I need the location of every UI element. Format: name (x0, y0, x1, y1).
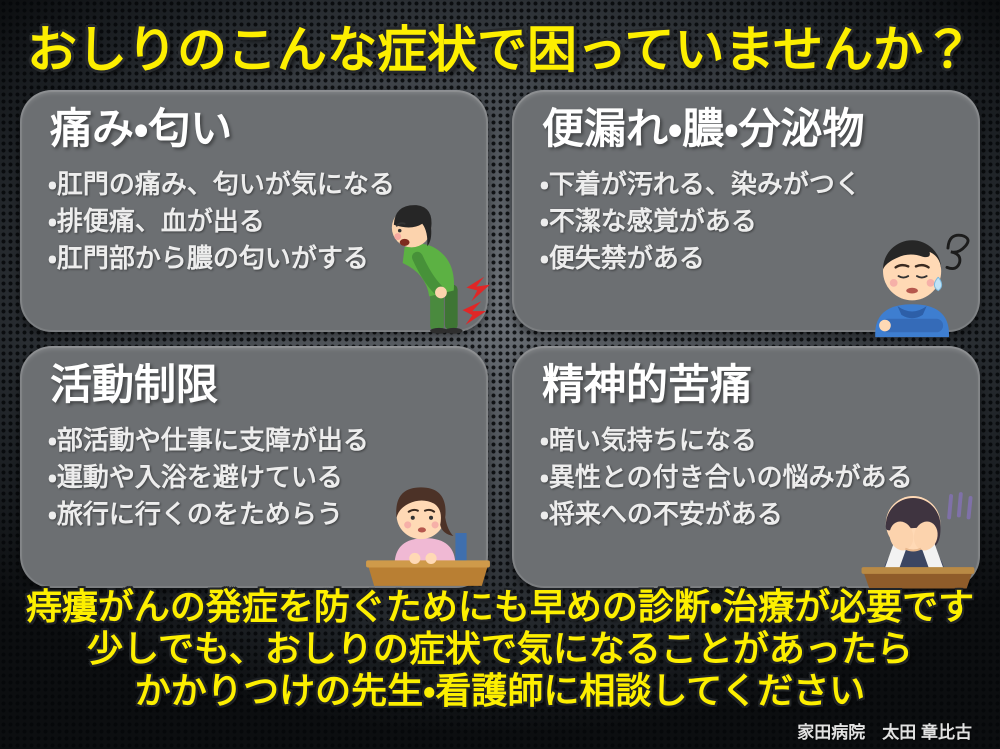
bullet-item: ・便失禁がある (540, 243, 705, 274)
footer-line-3: かかりつけの先生・看護師に相談してください (134, 670, 866, 711)
card-activity-restriction: 活動制限 ・部活動や仕事に支障が出る ・運動や入浴を避けている ・旅行に行くのを… (20, 346, 490, 588)
card-title: 活動制限 (50, 361, 219, 408)
bullet-item: ・排便痛、血が出る (48, 206, 265, 237)
card-title: 便漏れ・膿・分泌物 (542, 105, 865, 152)
footer-line-2: 少しでも、おしりの症状で気になることがあったら (87, 628, 913, 669)
bullet-item: ・旅行に行くのをためらう (48, 499, 343, 530)
bullet-item: ・肛門部から膿の匂いがする (48, 243, 369, 274)
footer-message: 痔瘻がんの発症を防ぐためにも早めの診断・治療が必要です 少しでも、おしりの症状で… (0, 586, 1000, 712)
card-bullet-list: ・肛門の痛み、匂いが気になる ・排便痛、血が出る ・肛門部から膿の匂いがする (48, 166, 464, 277)
card-title: 精神的苦痛 (542, 361, 753, 408)
page-title: おしりのこんな症状で困っていませんか？ (27, 22, 973, 78)
bullet-item: ・部活動や仕事に支障が出る (48, 425, 369, 456)
card-bullet-list: ・暗い気持ちになる ・異性との付き合いの悩みがある ・将来への不安がある (540, 422, 956, 533)
bullet-item: ・将来への不安がある (540, 499, 783, 530)
bullet-item: ・不潔な感覚がある (540, 206, 757, 237)
card-leakage-pus-discharge: 便漏れ・膿・分泌物 ・下着が汚れる、染みがつく ・不潔な感覚がある ・便失禁があ… (512, 90, 980, 338)
bullet-item: ・下着が汚れる、染みがつく (540, 169, 861, 200)
card-bullet-list: ・部活動や仕事に支障が出る ・運動や入浴を避けている ・旅行に行くのをためらう (48, 422, 464, 533)
card-mental-distress: 精神的苦痛 ・暗い気持ちになる ・異性との付き合いの悩みがある ・将来への不安が… (512, 346, 980, 589)
bullet-item: ・異性との付き合いの悩みがある (540, 462, 913, 493)
bullet-item: ・肛門の痛み、匂いが気になる (48, 169, 395, 200)
credit-text: 家田病院 太田 章比古 (797, 723, 972, 742)
card-title: 痛み・匂い (50, 105, 233, 152)
bullet-item: ・運動や入浴を避けている (48, 462, 343, 493)
symptom-grid: 痛み・匂い ・肛門の痛み、匂いが気になる ・排便痛、血が出る ・肛門部から膿の匂… (20, 90, 980, 589)
bullet-item: ・暗い気持ちになる (540, 425, 757, 456)
footer-line-1: 痔瘻がんの発症を防ぐためにも早めの診断・治療が必要です (25, 586, 975, 627)
card-bullet-list: ・下着が汚れる、染みがつく ・不潔な感覚がある ・便失禁がある (540, 166, 956, 277)
card-pain-smell: 痛み・匂い ・肛門の痛み、匂いが気になる ・排便痛、血が出る ・肛門部から膿の匂… (20, 90, 491, 334)
